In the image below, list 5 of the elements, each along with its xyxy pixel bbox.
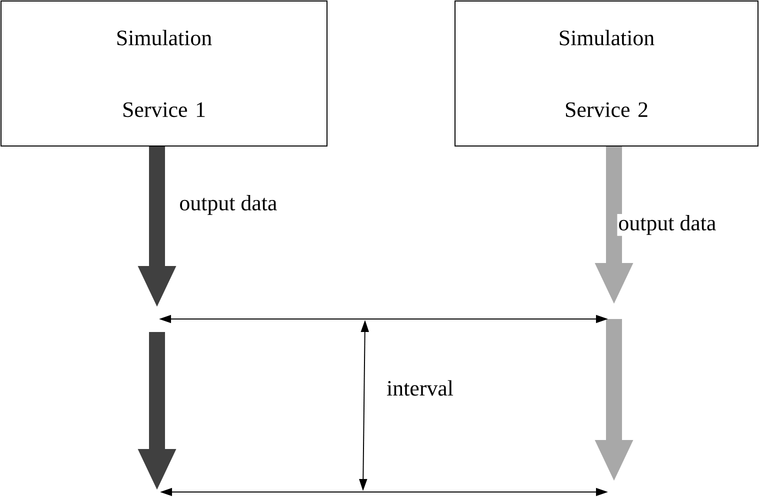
process-box: Simulation Service 1 (0, 0, 328, 146)
edge-label: output data (178, 194, 278, 216)
process-box: Simulation Service 2 (454, 0, 758, 146)
edge-label: output data (617, 214, 718, 236)
dimension-label: interval (386, 380, 454, 396)
